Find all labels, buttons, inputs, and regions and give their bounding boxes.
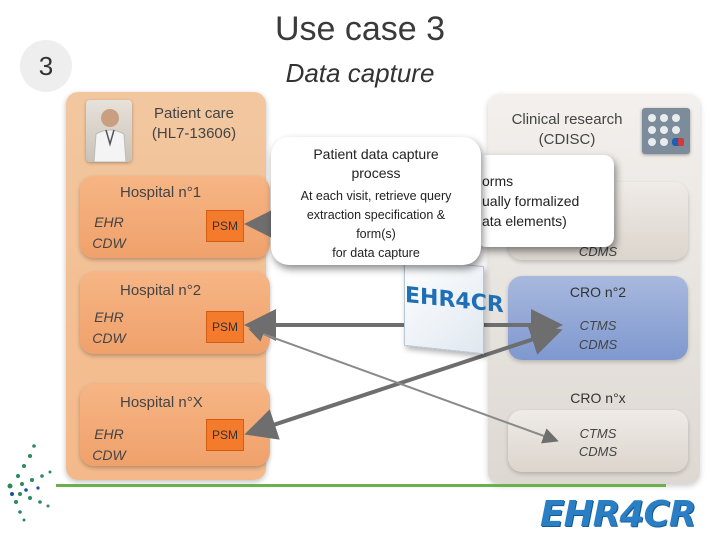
cdms-label: CDMS <box>578 244 618 259</box>
forms-callout-line3: ata elements) <box>482 213 567 229</box>
callout-body-line1: At each visit, retrieve query <box>300 189 452 203</box>
ehr4cr-platform-logo: EHR4CR <box>404 257 504 355</box>
patient-care-heading-line2: (HL7-13606) <box>151 125 237 142</box>
psm-box-hospital-2: PSM <box>206 311 244 343</box>
cdms-label: CDMS <box>578 337 618 352</box>
ehr-label: EHR <box>94 309 124 325</box>
cro-2-label: CRO n°2 <box>569 284 627 300</box>
ehr4cr-logo-text: EHR4CR <box>540 494 697 535</box>
arrow-hospital-2-cro-x <box>248 326 559 444</box>
hospital-x-label: Hospital n°X <box>120 394 203 411</box>
patient-care-heading: Patient care (HL7-13606) <box>134 104 254 144</box>
clinical-research-heading-line2: (CDISC) <box>538 131 596 148</box>
slide-title: Use case 3 <box>274 10 446 48</box>
hospital-1-label: Hospital n°1 <box>120 184 202 201</box>
hospital-2-label: Hospital n°2 <box>120 282 202 299</box>
hospital-2-systems: EHR CDW <box>88 307 148 349</box>
callout-body-line4: for data capture <box>332 246 420 260</box>
cdw-label: CDW <box>92 235 126 251</box>
callout-body-line2: extraction specification & <box>306 208 446 222</box>
ehr-label: EHR <box>94 426 124 442</box>
cdms-label: CDMS <box>578 444 618 459</box>
hospital-1-systems: EHR CDW <box>88 212 148 254</box>
slide-number-badge: 3 <box>20 40 72 92</box>
callout-body-line3: form(s) <box>356 227 396 241</box>
cdw-label: CDW <box>92 447 126 463</box>
callout-title: Patient data capture process <box>271 145 481 183</box>
clinical-research-heading-line1: Clinical research <box>511 111 623 128</box>
ehr-label: EHR <box>94 214 124 230</box>
patient-care-heading-line1: Patient care <box>153 105 235 122</box>
platform-logo-text: EHR4CR <box>405 282 504 319</box>
footer-divider <box>56 484 666 487</box>
ctms-label: CTMS <box>579 426 617 441</box>
forms-callout-line1: orms <box>482 173 514 189</box>
hospital-1-box: Hospital n°1 <box>80 176 270 258</box>
slide-subtitle: Data capture <box>285 58 435 88</box>
decorative-dot-burst <box>7 444 52 522</box>
psm-box-hospital-1: PSM <box>206 210 244 242</box>
patient-data-capture-callout: Patient data capture process At each vis… <box>271 137 481 265</box>
hospital-x-systems: EHR CDW <box>88 424 148 466</box>
data-capture-forms-callout: orms ually formalized ata elements) <box>476 155 614 247</box>
doctor-photo <box>86 100 132 163</box>
cdw-label: CDW <box>92 330 126 346</box>
callout-title-line2: process <box>351 165 401 181</box>
ctms-label: CTMS <box>579 318 617 333</box>
callout-title-line1: Patient data capture <box>313 146 439 162</box>
ehr4cr-logo: EHR4CR <box>540 494 716 538</box>
pill-pack-image <box>642 108 690 154</box>
forms-callout-line2: ually formalized <box>482 193 580 209</box>
psm-box-hospital-x: PSM <box>206 419 244 451</box>
clinical-research-heading: Clinical research (CDISC) <box>500 110 634 150</box>
callout-body: At each visit, retrieve query extraction… <box>271 187 481 263</box>
cro-x-label: CRO n°x <box>570 390 626 406</box>
